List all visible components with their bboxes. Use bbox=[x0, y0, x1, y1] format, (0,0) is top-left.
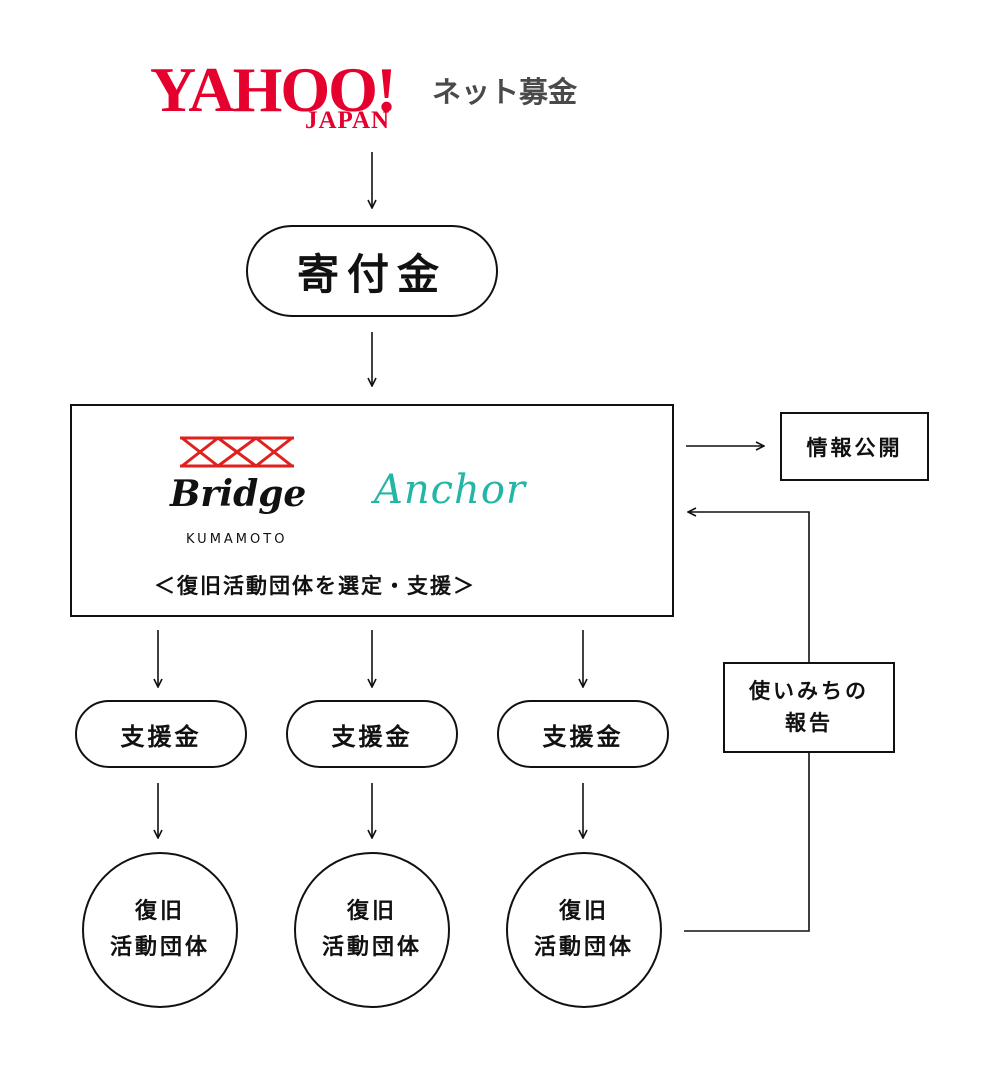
recovery-group-line2: 活動団体 bbox=[109, 935, 210, 960]
recovery-group-line1: 復旧 bbox=[346, 898, 397, 924]
support-fund-pill-2: 支援金 bbox=[286, 700, 458, 768]
support-fund-label: 支援金 bbox=[120, 722, 202, 751]
yahoo-wordmark: YAHOO! bbox=[150, 54, 397, 125]
info-disclosure-box: 情報公開 bbox=[780, 412, 929, 481]
organizations-caption: ＜復旧活動団体を選定・支援＞ bbox=[154, 574, 476, 598]
usage-report-box: 使いみちの 報告 bbox=[723, 662, 895, 753]
support-fund-pill-3: 支援金 bbox=[497, 700, 669, 768]
recovery-group-line1: 復旧 bbox=[134, 898, 185, 924]
recovery-group-circle-3: 復旧 活動団体 bbox=[506, 852, 662, 1008]
recovery-group-line1: 復旧 bbox=[558, 898, 609, 924]
net-donation-label: ネット募金 bbox=[432, 75, 578, 109]
recovery-group-line2: 活動団体 bbox=[533, 935, 634, 960]
donation-pill: 寄付金 bbox=[246, 225, 498, 317]
donation-label: 寄付金 bbox=[296, 249, 447, 299]
bridge-truss-icon bbox=[180, 436, 294, 468]
yahoo-japan-logo[interactable]: YAHOO! JAPAN ネット募金 bbox=[150, 58, 610, 136]
japan-wordmark: JAPAN bbox=[305, 107, 391, 134]
recovery-group-circle-2: 復旧 活動団体 bbox=[294, 852, 450, 1008]
bridge-wordmark: Bridge bbox=[170, 473, 307, 515]
organizations-box: Bridge KUMAMOTO Anchor ＜復旧活動団体を選定・支援＞ bbox=[70, 404, 674, 617]
anchor-wordmark: Anchor bbox=[374, 467, 527, 513]
support-fund-label: 支援金 bbox=[542, 722, 624, 751]
support-fund-pill-1: 支援金 bbox=[75, 700, 247, 768]
usage-report-line2: 報告 bbox=[785, 710, 833, 735]
bridge-kumamoto-label: KUMAMOTO bbox=[186, 532, 288, 547]
recovery-group-line2: 活動団体 bbox=[321, 935, 422, 960]
info-disclosure-label: 情報公開 bbox=[806, 435, 903, 460]
usage-report-line1: 使いみちの bbox=[749, 679, 869, 703]
support-fund-label: 支援金 bbox=[331, 722, 413, 751]
recovery-group-circle-1: 復旧 活動団体 bbox=[82, 852, 238, 1008]
